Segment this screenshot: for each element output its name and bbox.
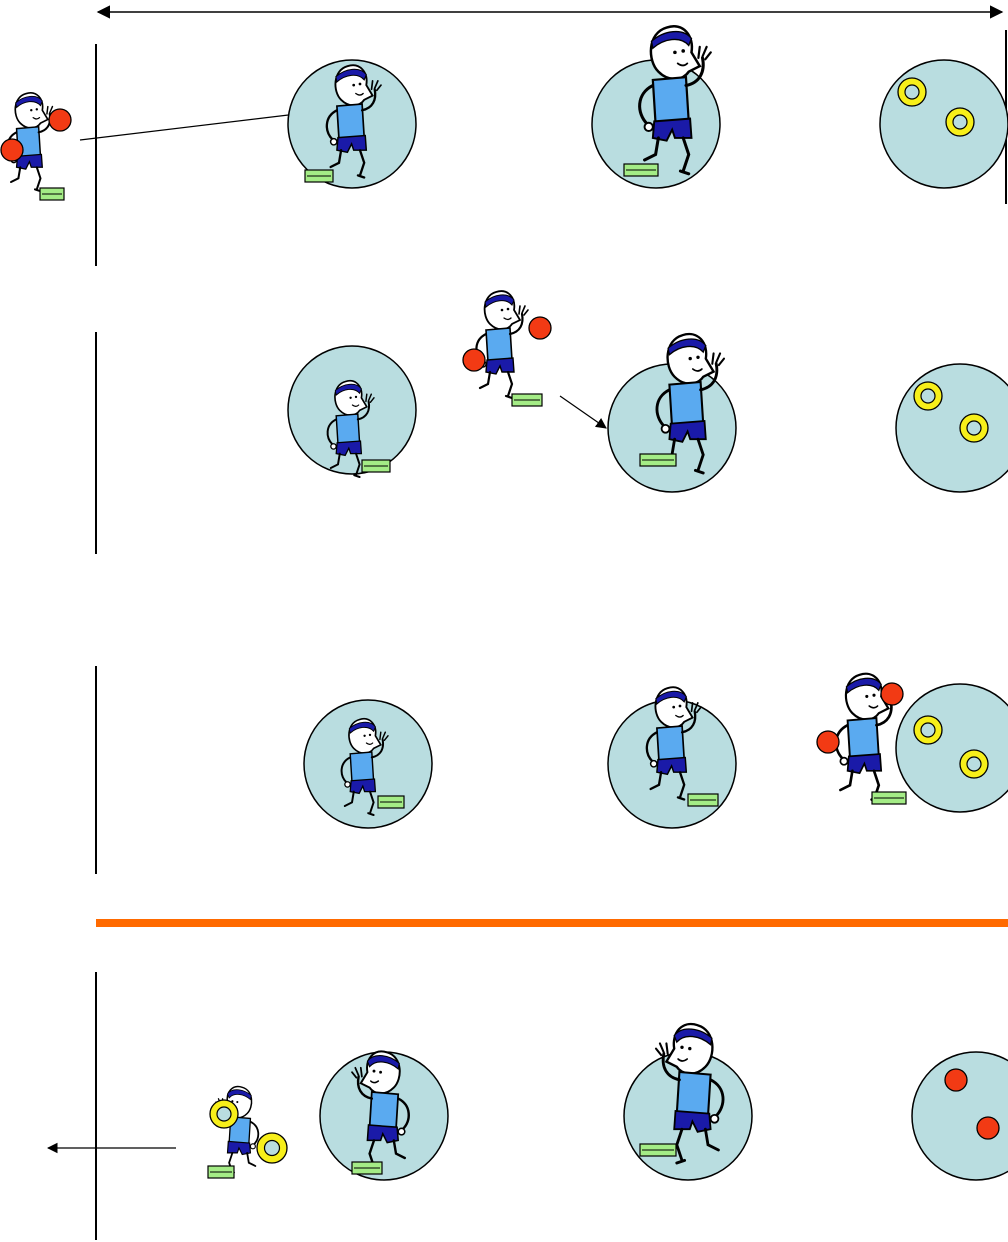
red-ball-icon: [977, 1117, 999, 1139]
yellow-ring-icon: [946, 108, 974, 136]
green-step-block-icon: [305, 170, 333, 182]
yellow-ring-icon: [960, 750, 988, 778]
pass-arrow-row-2: [560, 396, 606, 428]
green-step-block-icon: [872, 792, 906, 804]
green-step-block-icon: [208, 1166, 234, 1178]
red-ball-icon: [945, 1069, 967, 1091]
yellow-ring-icon: [914, 382, 942, 410]
green-step-block-icon: [378, 796, 404, 808]
yellow-ring-icon: [898, 78, 926, 106]
green-step-block-icon: [512, 394, 542, 406]
green-step-block-icon: [640, 1144, 676, 1156]
yellow-ring-icon: [257, 1133, 287, 1163]
station-circle-row-2-c: [896, 364, 1008, 492]
green-step-block-icon: [640, 454, 676, 466]
red-ball-icon: [817, 731, 839, 753]
green-step-block-icon: [40, 188, 64, 200]
green-step-block-icon: [688, 794, 718, 806]
green-step-block-icon: [362, 460, 390, 472]
station-circle-row-3-c: [896, 684, 1008, 812]
yellow-ring-icon: [960, 414, 988, 442]
green-step-block-icon: [624, 164, 658, 176]
red-ball-icon: [529, 317, 551, 339]
green-step-block-icon: [352, 1162, 382, 1174]
yellow-ring-icon: [914, 716, 942, 744]
station-circle-row-1-c: [880, 60, 1008, 188]
section-divider: [96, 919, 1008, 927]
red-ball-icon: [1, 139, 23, 161]
athlete-stepping-icon: [476, 291, 528, 398]
red-ball-icon: [463, 349, 485, 371]
yellow-ring-icon: [210, 1100, 238, 1128]
red-ball-icon: [881, 683, 903, 705]
red-ball-icon: [49, 109, 71, 131]
